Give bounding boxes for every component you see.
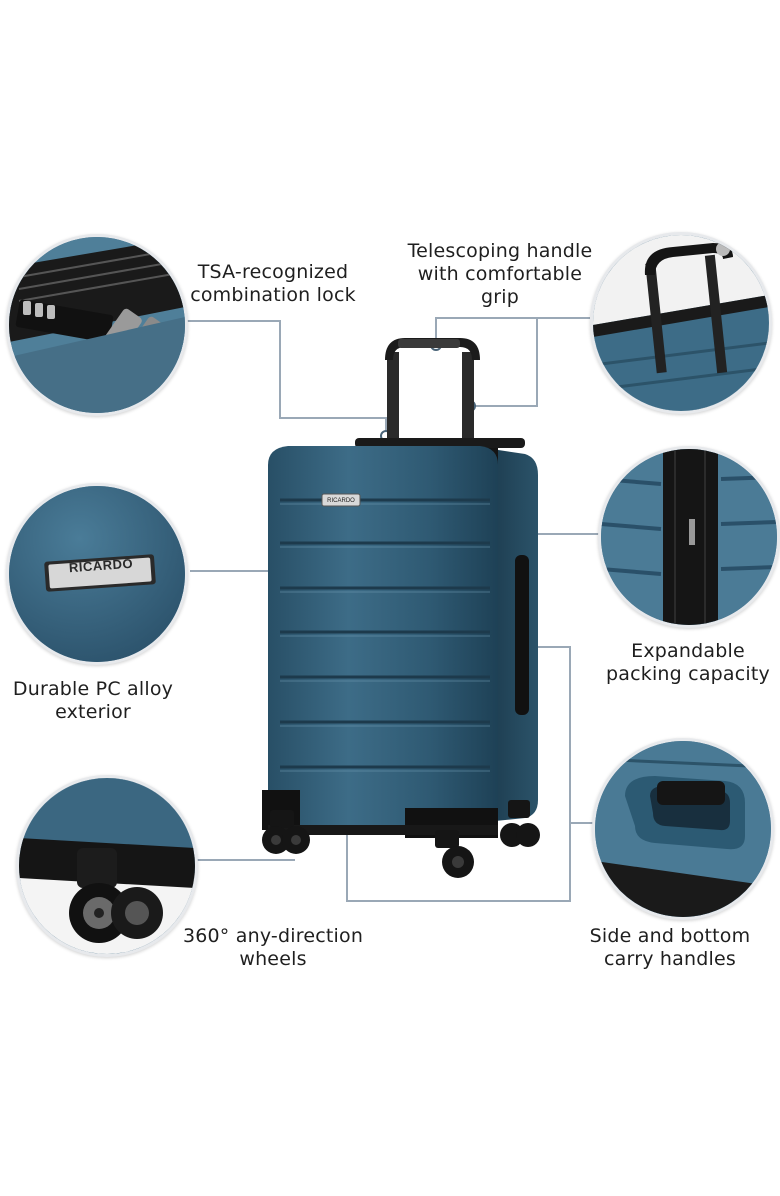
- wheels-label-line1: 360° any-direction: [182, 925, 364, 947]
- wheels-feature-label: 360° any-direction wheels: [170, 925, 376, 971]
- expandable-detail-image: [601, 449, 777, 625]
- lock-detail-circle: [6, 234, 188, 416]
- handle-feature-label: Telescoping handle with comfortable grip: [390, 240, 610, 309]
- expandable-label-line2: packing capacity: [606, 663, 770, 685]
- telescoping-handle: [385, 338, 480, 444]
- lock-detail-image: [9, 237, 185, 413]
- suitcase-image: [262, 338, 540, 878]
- lock-leader-line: [185, 320, 387, 436]
- shell-ribs: [280, 498, 490, 769]
- expandable-feature-label: Expandable packing capacity: [596, 640, 780, 686]
- carry-feature-label: Side and bottom carry handles: [578, 925, 762, 971]
- carry-handle-detail-circle: [592, 738, 774, 920]
- handle-label-line2: with comfortable: [417, 263, 583, 285]
- handle-detail-image: [593, 235, 769, 411]
- exterior-label-line2: exterior: [55, 701, 131, 723]
- lock-feature-label: TSA-recognized combination lock: [178, 261, 368, 307]
- lock-label-line1: TSA-recognized: [197, 261, 349, 283]
- expandable-detail-circle: [598, 446, 780, 628]
- suitcase-brand-text: RICARDO: [327, 498, 355, 504]
- handle-label-line1: Telescoping handle: [407, 240, 593, 262]
- handle-detail-circle: [590, 232, 772, 414]
- brand-plate: [321, 493, 361, 507]
- wheels-label-line2: wheels: [239, 948, 307, 970]
- wheels-detail-circle: [16, 775, 198, 957]
- expandable-label-line1: Expandable: [631, 640, 745, 662]
- handle-label-line3: grip: [480, 286, 519, 308]
- carry-label-line1: Side and bottom: [589, 925, 751, 947]
- carry-leader-line: [346, 646, 571, 902]
- exterior-feature-label: Durable PC alloy exterior: [0, 678, 186, 724]
- exterior-detail-circle: [6, 483, 188, 665]
- wheels-detail-image: [19, 778, 195, 954]
- exterior-detail-image: [9, 486, 185, 662]
- exterior-label-line1: Durable PC alloy: [12, 678, 174, 700]
- carry-label-line2: carry handles: [604, 948, 736, 970]
- carry-handle-detail-image: [595, 741, 771, 917]
- lock-label-line2: combination lock: [190, 284, 356, 306]
